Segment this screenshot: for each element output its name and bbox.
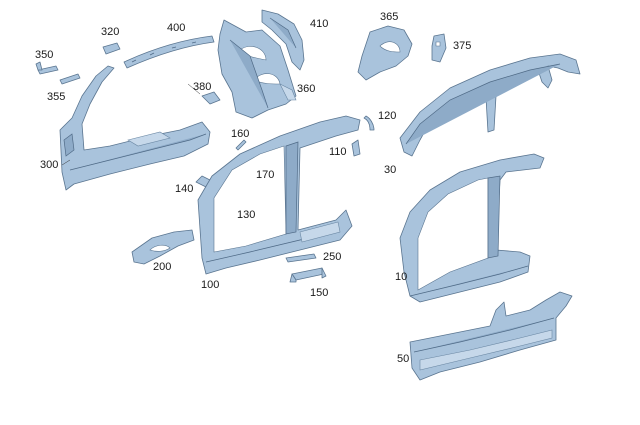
label-200: 200 (153, 261, 172, 273)
part-160[interactable] (235, 139, 247, 151)
part-rear-inner-quarter[interactable] (217, 19, 297, 119)
label-400: 400 (167, 22, 186, 34)
label-350: 350 (35, 49, 54, 61)
label-160: 160 (231, 128, 250, 140)
part-410[interactable] (261, 9, 305, 71)
label-110: 110 (329, 146, 347, 158)
part-110[interactable] (351, 139, 361, 157)
part-400[interactable] (123, 35, 215, 69)
part-355[interactable] (59, 73, 81, 85)
part-300[interactable] (59, 65, 211, 191)
part-30[interactable] (399, 53, 581, 157)
label-365: 365 (380, 11, 399, 23)
label-30: 30 (384, 164, 397, 176)
part-120[interactable] (363, 115, 375, 131)
part-50[interactable] (409, 291, 573, 381)
label-250: 250 (323, 251, 342, 263)
part-250[interactable] (285, 253, 317, 263)
part-380[interactable] (201, 91, 221, 105)
label-120: 120 (378, 110, 397, 122)
label-140: 140 (175, 183, 194, 195)
label-360: 360 (297, 83, 316, 95)
part-10[interactable] (399, 153, 545, 303)
part-320[interactable] (102, 42, 121, 55)
label-50: 50 (397, 353, 410, 365)
label-150: 150 (310, 287, 329, 299)
part-375[interactable] (431, 33, 447, 63)
label-130: 130 (237, 209, 256, 221)
label-375: 375 (453, 40, 472, 52)
label-355: 355 (47, 91, 66, 103)
part-200[interactable] (131, 229, 195, 265)
part-100[interactable] (197, 115, 361, 275)
part-350[interactable] (35, 61, 59, 75)
part-365[interactable] (357, 25, 413, 81)
part-150[interactable] (289, 267, 327, 283)
label-100: 100 (201, 279, 220, 291)
leader-lines (61, 83, 201, 166)
label-170: 170 (256, 169, 275, 181)
label-10: 10 (395, 271, 408, 283)
label-410: 410 (310, 18, 329, 30)
label-320: 320 (101, 26, 120, 38)
label-300: 300 (40, 159, 59, 171)
label-380: 380 (193, 81, 212, 93)
